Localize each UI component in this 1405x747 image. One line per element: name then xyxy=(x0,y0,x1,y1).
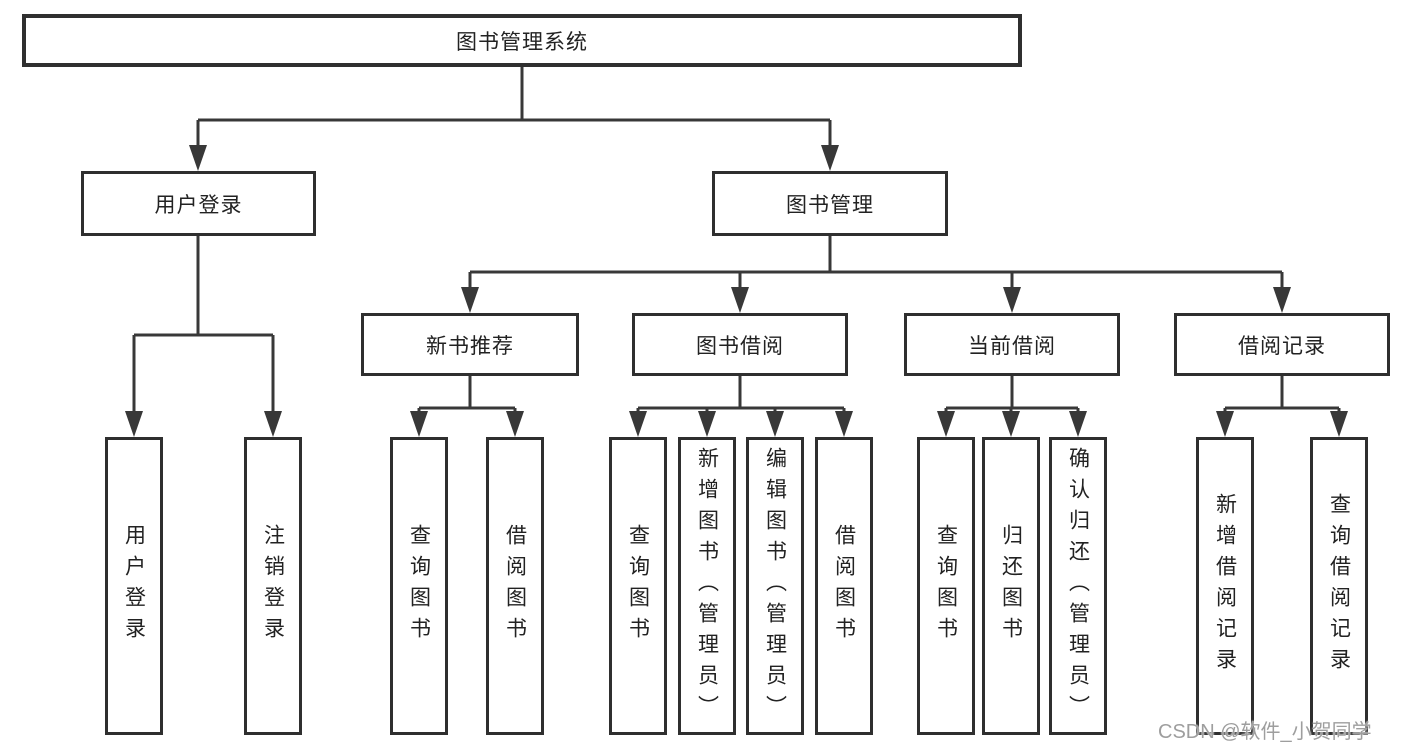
node-current-borrow-label: 当前借阅 xyxy=(968,334,1056,358)
edge-root-level2 xyxy=(196,67,832,147)
edge-borrow-leaves xyxy=(636,376,846,414)
node-book-management: 图书管理 xyxy=(712,171,948,236)
node-root-system: 图书管理系统 xyxy=(22,14,1022,67)
leaf-user-login: 用户登录 xyxy=(105,437,163,735)
leaf-current-confirm-admin: 确认归还（管理员） xyxy=(1049,437,1107,735)
node-borrow-records: 借阅记录 xyxy=(1174,313,1390,376)
leaf-borrow-query: 查询图书 xyxy=(609,437,667,735)
edge-bookmgmt-level3 xyxy=(468,236,1284,289)
edge-newbooks-leaves xyxy=(417,376,517,414)
csdn-watermark: CSDN @软件_小贺同学 xyxy=(1158,721,1372,743)
node-user-login: 用户登录 xyxy=(81,171,316,236)
arrowheads xyxy=(125,145,1348,437)
edge-current-leaves xyxy=(944,376,1080,414)
leaf-records-add: 新增借阅记录 xyxy=(1196,437,1254,735)
edge-userlogin-leaves xyxy=(132,236,275,413)
leaf-current-query: 查询图书 xyxy=(917,437,975,735)
edge-records-leaves xyxy=(1223,376,1341,414)
node-book-borrow: 图书借阅 xyxy=(632,313,848,376)
node-root-label: 图书管理系统 xyxy=(456,30,588,54)
leaf-borrow-edit-admin: 编辑图书（管理员） xyxy=(746,437,804,735)
leaf-newbooks-borrow: 借阅图书 xyxy=(486,437,544,735)
node-user-login-label: 用户登录 xyxy=(154,193,243,217)
node-new-book-recommend-label: 新书推荐 xyxy=(426,334,514,358)
leaf-current-return: 归还图书 xyxy=(982,437,1040,735)
node-book-management-label: 图书管理 xyxy=(786,193,874,217)
node-current-borrow: 当前借阅 xyxy=(904,313,1120,376)
leaf-borrow-add-admin: 新增图书（管理员） xyxy=(678,437,736,735)
leaf-newbooks-query: 查询图书 xyxy=(390,437,448,735)
node-new-book-recommend: 新书推荐 xyxy=(361,313,579,376)
node-book-borrow-label: 图书借阅 xyxy=(696,334,784,358)
node-borrow-records-label: 借阅记录 xyxy=(1238,334,1326,358)
leaf-logout: 注销登录 xyxy=(244,437,302,735)
leaf-records-query: 查询借阅记录 xyxy=(1310,437,1368,735)
leaf-borrow-borrow: 借阅图书 xyxy=(815,437,873,735)
